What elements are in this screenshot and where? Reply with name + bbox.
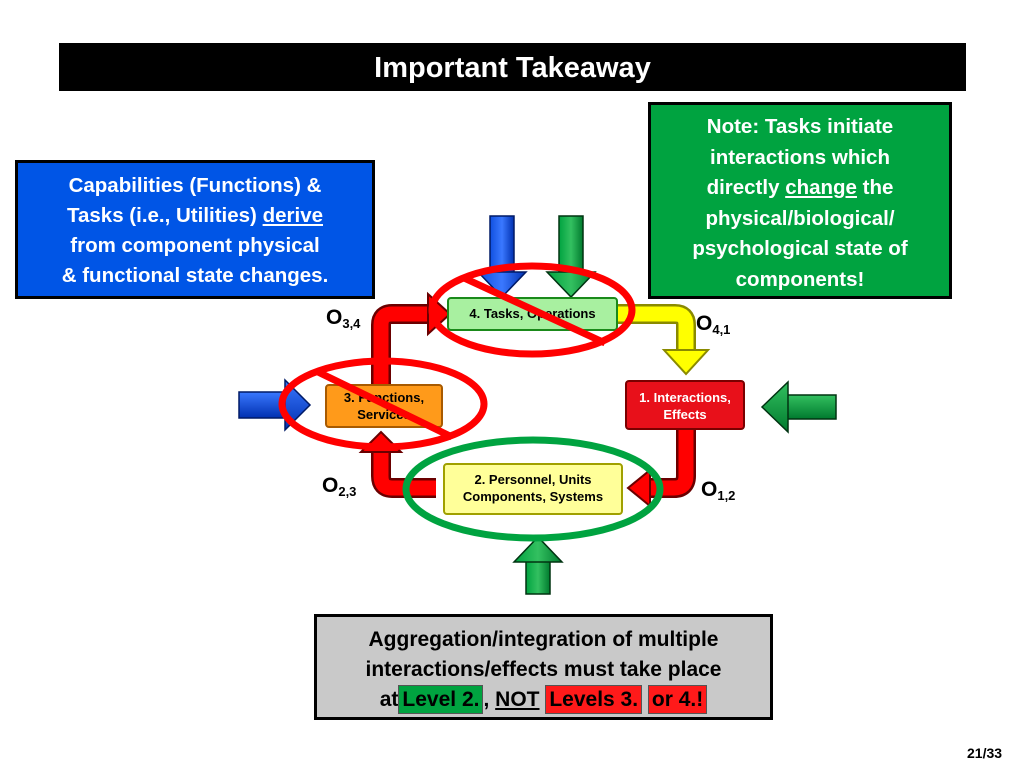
node-personnel-line2: Components, Systems	[462, 489, 604, 504]
arrow-o12	[626, 430, 696, 509]
tasks-note-line4: physical/biological/	[705, 206, 895, 230]
aggregation-note-at: at	[379, 688, 399, 711]
capabilities-note-derive: derive	[262, 204, 323, 227]
tasks-note-line1: Note: Tasks initiate	[706, 115, 894, 138]
tasks-note: Note: Tasks initiate interactions which …	[648, 102, 952, 299]
input-arrow-blue-top	[476, 215, 528, 299]
input-arrow-green-bottom	[512, 535, 564, 595]
tasks-note-line2: interactions which	[710, 145, 890, 169]
tasks-note-line3: directly change the	[651, 173, 949, 204]
node-interactions-line2: Effects	[663, 407, 707, 422]
aggregation-note-line1: Aggregation/integration of multiple	[368, 628, 719, 651]
highlight-ellipse-personnel	[402, 436, 664, 542]
label-o23: O2,3	[322, 474, 356, 499]
capabilities-note-line2: Tasks (i.e., Utilities) derive	[18, 201, 372, 231]
capabilities-note: Capabilities (Functions) & Tasks (i.e., …	[15, 160, 375, 299]
aggregation-note-not: NOT	[495, 688, 540, 711]
tasks-note-the: the	[862, 176, 894, 199]
tasks-note-line6: components!	[735, 267, 865, 291]
highlight-levels-3: Levels 3.	[545, 685, 643, 714]
capabilities-note-line4: & functional state changes.	[61, 264, 329, 287]
node-interactions-line1: 1. Interactions,	[639, 390, 731, 405]
label-o12-main: O	[701, 478, 718, 501]
capabilities-note-line2a: Tasks (i.e., Utilities)	[67, 204, 257, 227]
label-o34: O3,4	[326, 306, 360, 331]
aggregation-note-comma: ,	[483, 688, 490, 711]
highlight-level-2: Level 2.	[398, 685, 484, 714]
label-o12: O1,2	[701, 478, 735, 503]
page-number: 21/33	[967, 745, 1003, 761]
label-o34-sub: 3,4	[342, 316, 361, 331]
capabilities-note-line3: from component physical	[70, 234, 320, 257]
aggregation-note-line2: interactions/effects must take place	[365, 658, 722, 681]
slide-title: Important Takeaway	[59, 43, 966, 91]
tasks-note-line5: psychological state of	[692, 237, 908, 260]
tasks-note-directly: directly	[706, 176, 780, 199]
input-arrow-green-right	[760, 380, 837, 434]
node-tasks-operations: 4. Tasks, Operations	[447, 297, 618, 331]
aggregation-note: Aggregation/integration of multiple inte…	[314, 614, 773, 720]
label-o34-main: O	[326, 306, 343, 329]
node-personnel-systems: 2. Personnel, Units Components, Systems	[443, 463, 623, 515]
highlight-or-4: or 4.!	[647, 685, 708, 714]
label-o23-sub: 2,3	[338, 484, 357, 499]
arrow-o41	[618, 304, 711, 376]
label-o41-sub: 4,1	[712, 322, 731, 337]
label-o12-sub: 1,2	[717, 488, 736, 503]
prohibition-icon-tasks	[428, 262, 636, 358]
label-o41-main: O	[696, 312, 713, 335]
node-interactions-effects: 1. Interactions, Effects	[625, 380, 745, 430]
label-o23-main: O	[322, 474, 339, 497]
label-o41: O4,1	[696, 312, 730, 337]
node-personnel-line1: 2. Personnel, Units	[474, 472, 592, 487]
prohibition-icon-functions	[278, 357, 488, 451]
tasks-note-change: change	[785, 176, 857, 199]
capabilities-note-line1: Capabilities (Functions) &	[68, 174, 322, 197]
